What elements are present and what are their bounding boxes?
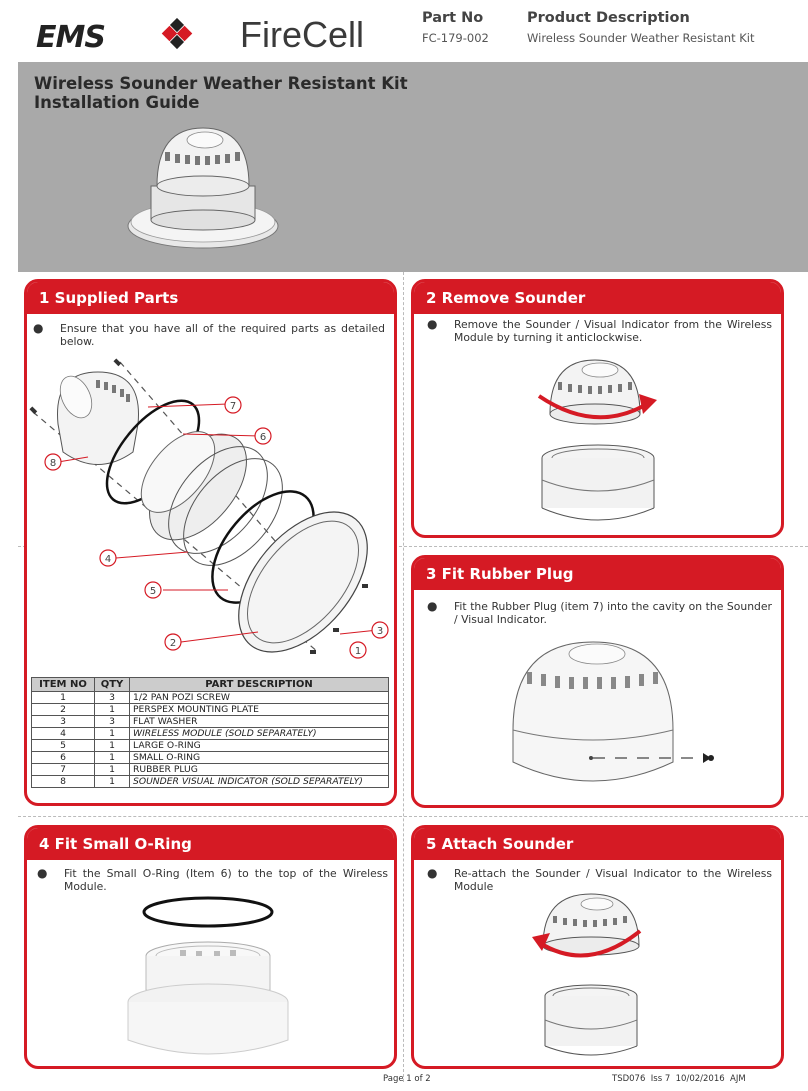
callout-1 [349, 641, 367, 659]
ems-logo-mark-icon [161, 18, 193, 50]
callout-3-label: 3 [377, 626, 383, 637]
instruction-text: Ensure that you have all of the required… [60, 322, 385, 348]
col-qty: QTY [94, 677, 130, 692]
callout-2 [164, 633, 182, 651]
remove-sounder-instruction: ● Remove the Sounder / Visual Indicator … [427, 318, 772, 345]
qty: 1 [94, 727, 130, 740]
document-reference: TSD076 Iss 7 10/02/2016 AJM [612, 1074, 746, 1084]
attach-sounder-illustration [542, 893, 640, 1056]
qty: 1 [94, 751, 130, 764]
bullet-icon: ● [427, 866, 438, 880]
instruction-text: Fit the Rubber Plug (item 7) into the ca… [454, 600, 772, 626]
callout-6-label: 6 [260, 432, 266, 443]
part-description: 1/2 PAN POZI SCREW [129, 691, 389, 704]
item-no: 6 [31, 751, 95, 764]
item-no: 5 [31, 739, 95, 752]
product-description-label: Product Description [527, 10, 690, 26]
remove-sounder-illustration [541, 359, 655, 521]
product-description-value: Wireless Sounder Weather Resistant Kit [527, 31, 755, 45]
column-divider [403, 272, 404, 1082]
part-description: LARGE O-RING [129, 739, 389, 752]
sounder-header-illustration [127, 127, 279, 249]
part-description: WIRELESS MODULE (SOLD SEPARATELY) [129, 727, 389, 740]
fit-rubber-plug-instruction: ● Fit the Rubber Plug (item 7) into the … [427, 600, 772, 627]
panel-title: 1 Supplied Parts [27, 282, 394, 314]
callout-1-label: 1 [355, 646, 361, 657]
page-number: Page 1 of 2 [383, 1074, 431, 1084]
bullet-icon: ● [427, 317, 438, 331]
callout-5 [144, 581, 162, 599]
callout-8 [44, 453, 62, 471]
item-no: 1 [31, 691, 95, 704]
row-divider-2 [18, 816, 808, 817]
bullet-icon: ● [33, 321, 44, 335]
item-no: 7 [31, 763, 95, 776]
callout-layer: 7 6 8 4 5 2 3 1 [44, 396, 389, 659]
qty: 1 [94, 763, 130, 776]
fit-small-o-ring-instruction: ● Fit the Small O-Ring (Item 6) to the t… [37, 867, 388, 894]
item-no: 2 [31, 703, 95, 716]
part-no-value: FC-179-002 [422, 31, 489, 45]
item-no: 8 [31, 775, 95, 788]
table-header-row: ITEM NO QTY PART DESCRIPTION [31, 677, 389, 692]
instruction-text: Remove the Sounder / Visual Indicator fr… [454, 318, 772, 344]
panel-title: 5 Attach Sounder [414, 828, 781, 860]
callout-8-label: 8 [50, 458, 56, 469]
firecell-logo: FireCell [240, 14, 365, 55]
attach-sounder-instruction: ● Re-attach the Sounder / Visual Indicat… [427, 867, 772, 894]
item-no: 4 [31, 727, 95, 740]
callout-3 [371, 621, 389, 639]
part-description: SMALL O-RING [129, 751, 389, 764]
callout-7 [224, 396, 242, 414]
callout-4-label: 4 [105, 554, 111, 565]
bullet-icon: ● [427, 599, 438, 613]
ems-logo: EMS [36, 20, 106, 55]
part-no-label: Part No [422, 10, 484, 26]
part-description: RUBBER PLUG [129, 763, 389, 776]
part-description: FLAT WASHER [129, 715, 389, 728]
col-item-no: ITEM NO [31, 677, 95, 692]
document-subtitle: Installation Guide [34, 93, 200, 112]
callout-4 [99, 549, 117, 567]
part-description: SOUNDER VISUAL INDICATOR (SOLD SEPARATEL… [129, 775, 389, 788]
callout-5-label: 5 [150, 586, 156, 597]
instruction-text: Fit the Small O-Ring (Item 6) to the top… [64, 867, 388, 893]
row-divider [18, 546, 808, 547]
bullet-icon: ● [37, 866, 48, 880]
rotate-anticlockwise-arrow-icon [532, 929, 642, 958]
qty: 1 [94, 775, 130, 788]
callout-7-label: 7 [230, 401, 236, 412]
qty: 1 [94, 703, 130, 716]
col-part-description: PART DESCRIPTION [129, 677, 389, 692]
fit-small-o-ring-illustration [127, 896, 289, 1055]
qty: 3 [94, 715, 130, 728]
panel-title: 2 Remove Sounder [414, 282, 781, 314]
item-no: 3 [31, 715, 95, 728]
qty: 1 [94, 739, 130, 752]
qty: 3 [94, 691, 130, 704]
callout-6 [254, 427, 272, 445]
part-description: PERSPEX MOUNTING PLATE [129, 703, 389, 716]
supplied-parts-instruction: ● Ensure that you have all of the requir… [33, 322, 385, 349]
callout-2-label: 2 [170, 638, 176, 649]
panel-title: 3 Fit Rubber Plug [414, 558, 781, 590]
instruction-text: Re-attach the Sounder / Visual Indicator… [454, 867, 772, 893]
document-title: Wireless Sounder Weather Resistant Kit [34, 74, 408, 93]
rotate-clockwise-arrow-icon [537, 394, 657, 420]
exploded-parts-diagram [29, 358, 379, 654]
fit-rubber-plug-illustration [512, 641, 714, 782]
panel-title: 4 Fit Small O-Ring [27, 828, 394, 860]
